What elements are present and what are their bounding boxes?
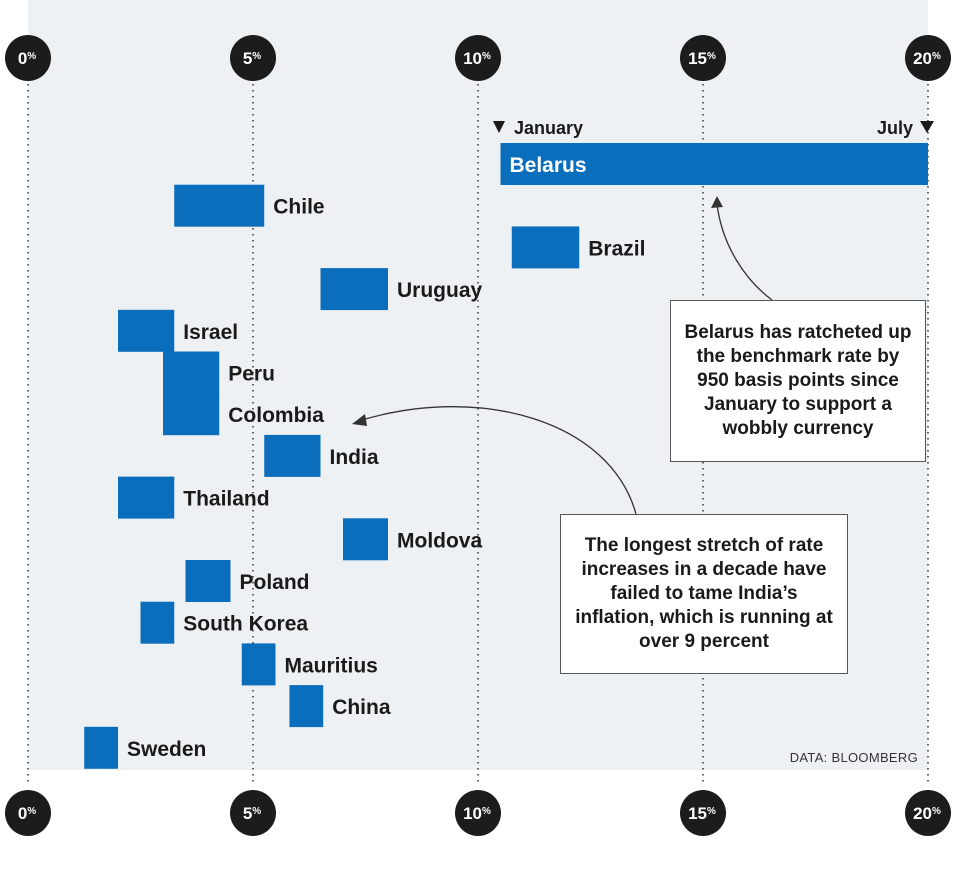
tick-circle-20 — [905, 35, 951, 81]
tick-circle-0 — [5, 790, 51, 836]
tick-circle-0 — [5, 35, 51, 81]
tick-circle-5 — [230, 790, 276, 836]
bar-south-korea — [140, 601, 175, 644]
india-annotation-text: The longest stretch of rate increases in… — [575, 535, 833, 652]
tick-circle-20 — [905, 790, 951, 836]
bar-moldova — [343, 518, 388, 561]
india-annotation: The longest stretch of rate increases in… — [560, 514, 848, 674]
bar-sweden — [84, 726, 118, 769]
bar-belarus — [500, 143, 928, 185]
india-annotation-arrow — [361, 406, 637, 515]
period-start-label: January — [514, 118, 583, 138]
tick-circle-10 — [455, 35, 501, 81]
bar-poland — [185, 560, 231, 602]
period-end-label: July — [877, 118, 913, 138]
bar-label-thailand: Thailand — [183, 488, 269, 511]
bar-china — [289, 685, 324, 728]
bottom-axis: 0%5%10%15%20% — [5, 790, 951, 836]
bar-label-south-korea: South Korea — [183, 613, 308, 636]
belarus-annotation-arrow — [716, 203, 773, 301]
source-note: DATA: BLOOMBERG — [790, 750, 918, 765]
tick-circle-10 — [455, 790, 501, 836]
bar-label-belarus: Belarus — [510, 154, 587, 177]
bar-label-poland: Poland — [240, 571, 310, 594]
bar-israel — [118, 309, 175, 352]
bar-label-brazil: Brazil — [588, 237, 645, 260]
bar-peru — [163, 351, 220, 394]
bar-label-peru: Peru — [228, 363, 275, 386]
top-axis: 0%5%10%15%20% — [5, 35, 951, 81]
bar-label-sweden: Sweden — [127, 738, 206, 761]
bar-india — [264, 434, 321, 477]
bar-brazil — [511, 226, 580, 269]
belarus-annotation-text: Belarus has ratcheted up the benchmark r… — [684, 322, 912, 439]
bar-uruguay — [320, 268, 388, 311]
bar-label-israel: Israel — [183, 321, 238, 344]
belarus-annotation: Belarus has ratcheted up the benchmark r… — [670, 300, 926, 462]
bar-colombia — [163, 393, 220, 436]
tick-circle-15 — [680, 790, 726, 836]
india-arrowhead-icon — [352, 414, 367, 426]
bar-label-colombia: Colombia — [228, 404, 324, 427]
bars: BelarusChileBrazilUruguayIsraelPeruColom… — [84, 143, 928, 769]
bar-chile — [174, 184, 265, 227]
july-marker-icon — [920, 121, 934, 133]
bar-label-moldova: Moldova — [397, 529, 482, 552]
bar-label-india: India — [330, 446, 379, 469]
bar-label-mauritius: Mauritius — [285, 654, 378, 677]
tick-circle-15 — [680, 35, 726, 81]
january-marker-icon — [493, 121, 505, 133]
bar-label-china: China — [332, 696, 391, 719]
tick-circle-5 — [230, 35, 276, 81]
bar-label-chile: Chile — [273, 196, 324, 219]
bar-label-uruguay: Uruguay — [397, 279, 483, 302]
bar-mauritius — [241, 643, 276, 686]
belarus-arrowhead-icon — [711, 196, 723, 208]
bar-thailand — [118, 476, 175, 519]
